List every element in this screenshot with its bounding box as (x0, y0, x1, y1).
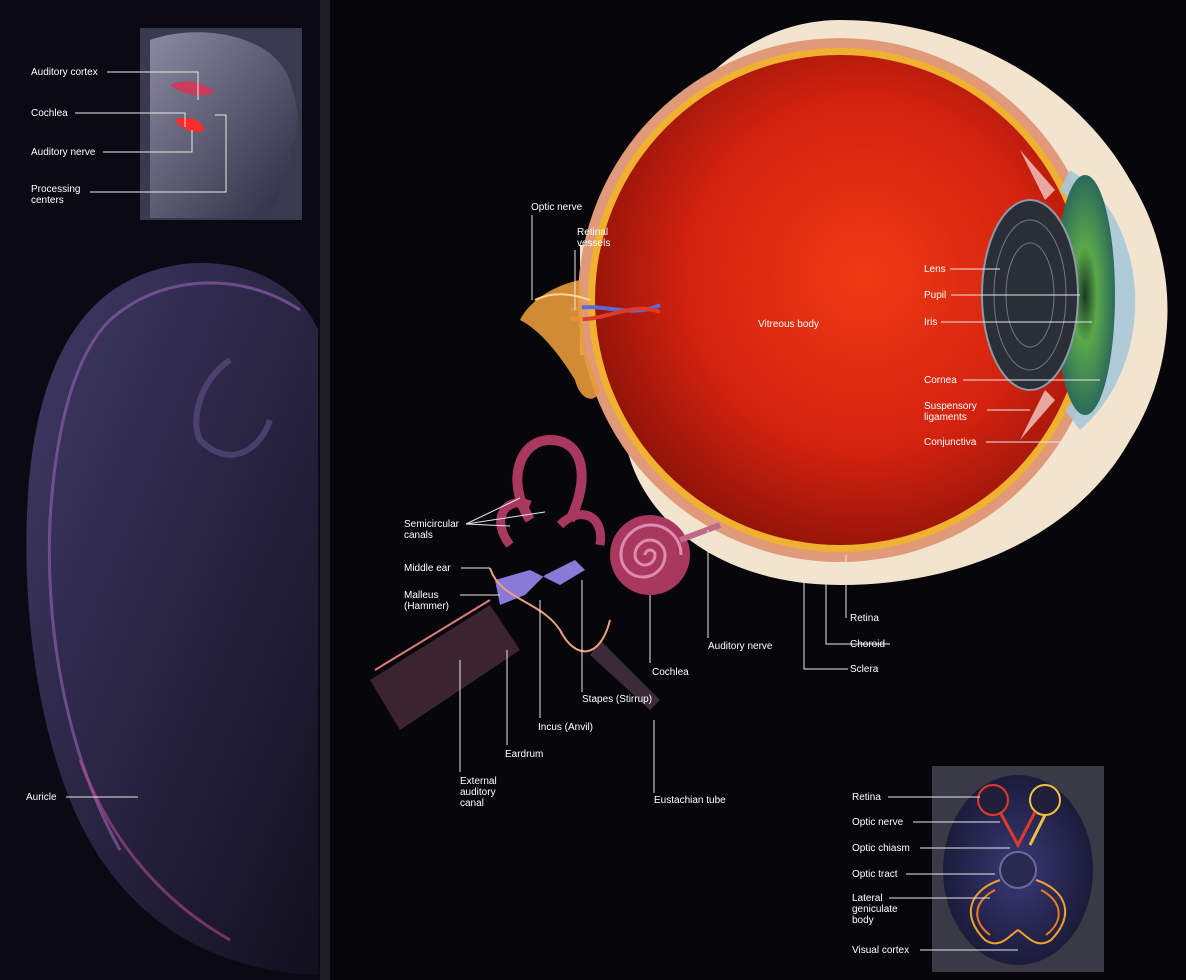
optic-radiation-right-2 (1040, 889, 1060, 936)
external-canal-edge (374, 599, 491, 671)
label-lateral-geniculate-body: Lateral geniculate body (852, 893, 898, 926)
label-auricle: Auricle (26, 792, 57, 803)
label-incus: Incus (Anvil) (538, 722, 594, 733)
label-optic-tract: Optic tract (852, 869, 898, 880)
auricle-helix-highlight (47, 281, 301, 851)
label-middle-ear: Middle ear (404, 563, 451, 574)
label-retinal-vessels: Retinal vessels (577, 227, 611, 249)
middle-ear-outline (489, 567, 611, 653)
leader-auditory-cortex (107, 71, 199, 100)
leader-processing-centers (90, 114, 227, 193)
label-cochlea-ear: Cochlea (652, 667, 689, 678)
label-eardrum: Eardrum (505, 749, 544, 760)
leader-semicircular-canals-1 (465, 497, 521, 525)
optic-nerve-shape (520, 280, 600, 399)
auricle-inner-fold (193, 357, 273, 458)
optic-chiasm-shape (999, 851, 1037, 889)
leader-lines (66, 71, 1100, 951)
label-conjunctiva: Conjunctiva (924, 437, 977, 448)
auricle-earlobe-highlight (78, 759, 231, 942)
label-vitreous-body: Vitreous body (758, 319, 819, 330)
ossicles-shape (495, 560, 585, 605)
auditory-cortex-highlight (170, 81, 215, 96)
label-auditory-nerve-ear: Auditory nerve (708, 641, 773, 652)
suspensory-ligament-top (1020, 150, 1055, 200)
leader-sclera (803, 580, 848, 670)
label-cornea: Cornea (924, 375, 957, 386)
label-semicircular-canals: Semicircular canals (404, 519, 460, 541)
inner-ear-illustration (370, 434, 722, 730)
optic-radiation-right (1017, 879, 1067, 945)
label-retina-eye: Retina (850, 613, 879, 624)
head-inset (140, 28, 302, 220)
external-canal-shape (370, 605, 520, 730)
label-malleus: Malleus (Hammer) (404, 590, 449, 612)
label-external-auditory-canal: External auditory canal (460, 776, 497, 809)
leader-semicircular-canals-2 (465, 511, 546, 525)
suspensory-ligament-bottom (1020, 390, 1055, 440)
semicircular-canals-shape (512, 434, 587, 523)
label-choroid: Choroid (850, 639, 886, 650)
label-suspensory-ligaments: Suspensory ligaments (924, 401, 977, 423)
label-optic-chiasm: Optic chiasm (852, 843, 910, 854)
label-visual-cortex: Visual cortex (852, 945, 910, 956)
leader-cochlea-head (75, 112, 186, 127)
label-lens: Lens (924, 264, 946, 275)
label-processing-centers: Processing centers (31, 184, 81, 206)
label-sclera: Sclera (850, 664, 879, 675)
eustachian-tube-shape (590, 640, 660, 710)
label-auditory-cortex: Auditory cortex (31, 67, 98, 78)
optic-nerve-path-left (998, 811, 1037, 849)
label-retina-path: Retina (852, 792, 881, 803)
label-cochlea-head: Cochlea (31, 108, 68, 119)
leader-semicircular-canals-3 (465, 523, 511, 527)
iris-shape (1055, 175, 1115, 415)
cochlea-spiral (619, 523, 683, 579)
left-eye-shape (977, 784, 1009, 816)
semicircular-canal-2 (496, 498, 532, 548)
optic-radiation-left-2 (976, 889, 996, 936)
cornea-shape (1060, 170, 1136, 430)
vitreous-body-shape (595, 55, 1085, 545)
head-silhouette (150, 32, 298, 218)
auditory-nerve-shape (678, 522, 722, 543)
label-stapes: Stapes (Stirrup) (582, 694, 653, 705)
eye-illustration (520, 20, 1168, 585)
leader-auditory-nerve-head (103, 130, 193, 153)
label-optic-nerve-path: Optic nerve (852, 817, 904, 828)
label-iris: Iris (924, 317, 938, 328)
label-optic-nerve-eye: Optic nerve (531, 202, 583, 213)
label-pupil: Pupil (924, 290, 947, 301)
page-gutter (320, 0, 330, 980)
optic-nerve-sheath (534, 293, 591, 301)
leader-choroid (825, 570, 890, 645)
optic-radiation-left (969, 879, 1019, 945)
semicircular-canal-3 (556, 510, 606, 546)
right-eye-shape (1029, 784, 1061, 816)
label-auditory-nerve-head: Auditory nerve (31, 147, 96, 158)
cochlea-highlight (175, 117, 205, 132)
label-eustachian-tube: Eustachian tube (654, 795, 726, 806)
optic-nerve-path-right (1028, 814, 1047, 846)
